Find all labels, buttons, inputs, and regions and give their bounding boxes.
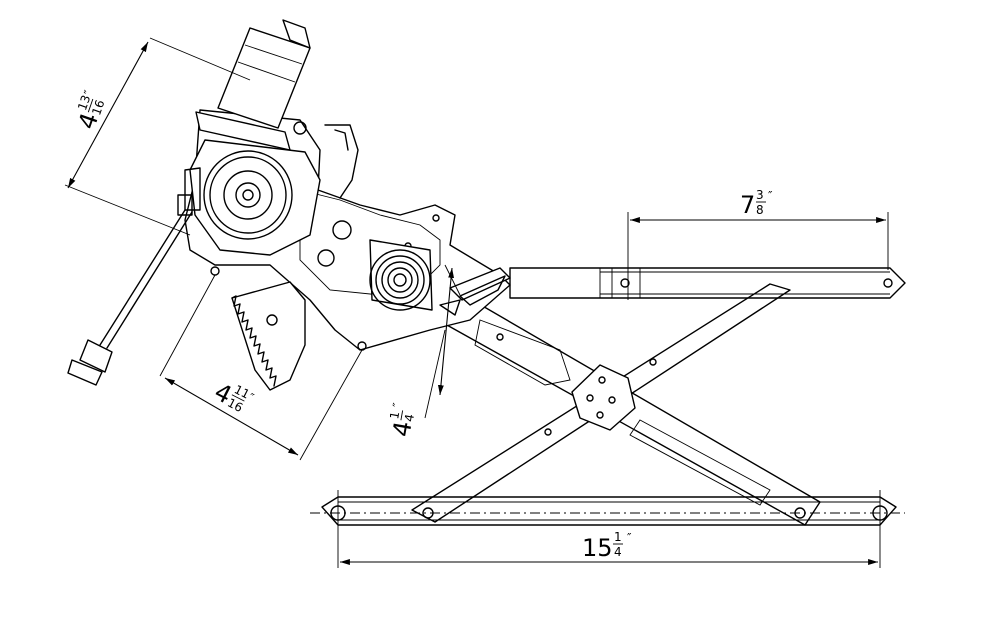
dim-motor-height-unit: ″ (81, 88, 96, 97)
dim-bracket-width-unit: ″ (246, 390, 257, 405)
dim-top-extension-den: 8 (756, 203, 764, 217)
motor-assembly (177, 19, 321, 256)
dim-bracket-width-den: 16 (225, 396, 245, 415)
dim-bracket-offset-whole: 4 (387, 419, 417, 439)
dim-motor-height-num: 13 (75, 93, 93, 112)
dim-top-extension-whole: 7 (740, 191, 755, 219)
dim-top-extension-num: 3 (756, 188, 764, 202)
dim-bracket-offset-unit: ″ (390, 401, 405, 408)
wire-harness (67, 209, 193, 386)
scissor-arm-cross (411, 283, 791, 523)
dim-bracket-width: 4 11 16 ″ (159, 274, 363, 461)
pivot-plate (571, 364, 636, 431)
top-rail (509, 212, 906, 300)
dim-base-length-whole: 15 (582, 534, 613, 562)
spring-drum (369, 239, 433, 311)
base-rail (310, 490, 905, 568)
dim-top-extension: 7 3 8 ″ (630, 188, 886, 223)
dim-bracket-offset-num: 1 (387, 410, 402, 420)
dim-base-length: 15 1 4 ″ (340, 530, 878, 565)
dim-base-length-unit: ″ (627, 531, 632, 545)
dim-bracket-offset: 4 1 4 ″ (387, 264, 461, 439)
dim-bracket-offset-den: 4 (402, 413, 417, 423)
sector-gear (231, 281, 306, 391)
dim-base-length-num: 1 (614, 530, 622, 544)
dim-motor-height: 4 13 16 ″ (64, 37, 251, 236)
dim-base-length-den: 4 (614, 545, 622, 559)
dim-top-extension-unit: ″ (768, 189, 773, 203)
dim-motor-height-den: 16 (89, 98, 107, 117)
